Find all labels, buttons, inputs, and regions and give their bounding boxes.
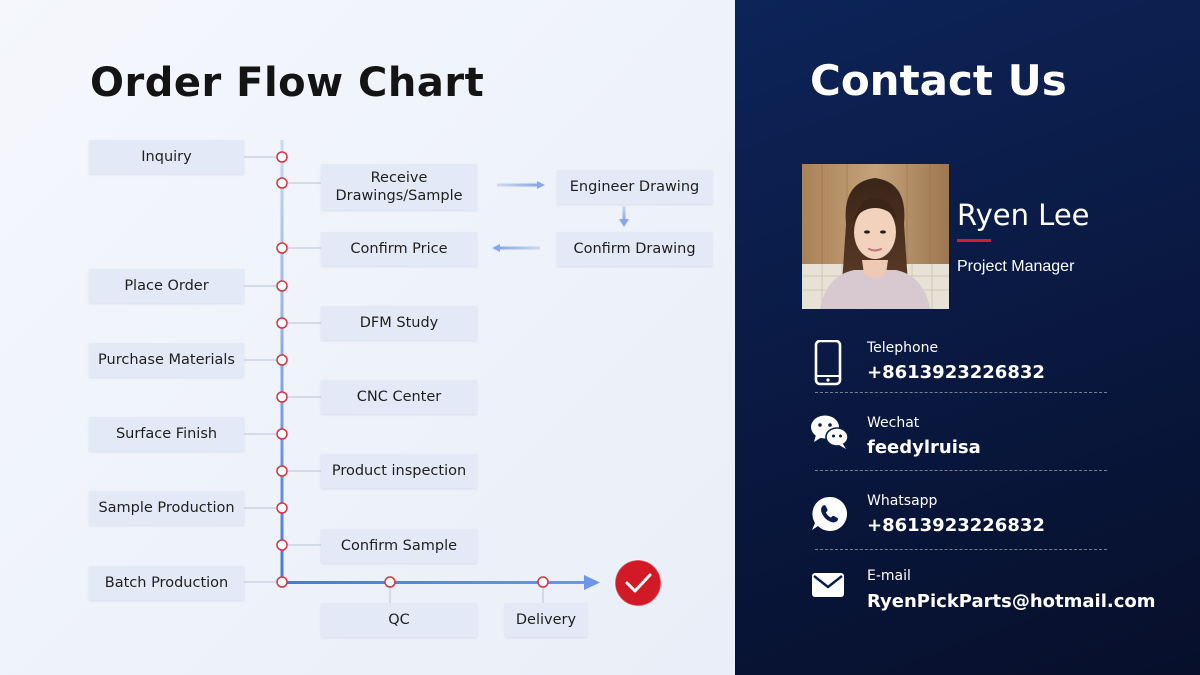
arrow-to-confirm-price <box>492 244 540 252</box>
divider <box>815 470 1107 471</box>
wechat-icon <box>810 414 849 454</box>
person-name: Ryen Lee <box>957 198 1090 232</box>
node-confirm-sample <box>276 539 288 551</box>
divider <box>815 549 1107 550</box>
contact-panel: Contact Us <box>735 0 1200 675</box>
node-confirm-price <box>276 242 288 254</box>
name-underline <box>957 239 991 242</box>
step-qc: QC <box>321 603 477 637</box>
node-surface-finish <box>276 428 288 440</box>
order-flow-panel: Order Flow Chart <box>0 0 735 675</box>
email-value[interactable]: RyenPickParts@hotmail.com <box>867 591 1156 612</box>
wechat-label: Wechat <box>867 415 920 431</box>
arrow-to-engineer-drawing <box>497 181 545 189</box>
arrow-to-confirm-drawing <box>619 206 629 227</box>
step-confirm-price: Confirm Price <box>321 232 477 266</box>
whatsapp-icon <box>810 495 848 535</box>
node-cnc-center <box>276 391 288 403</box>
step-confirm-sample: Confirm Sample <box>321 529 477 563</box>
avatar <box>802 164 949 309</box>
email-label: E-mail <box>867 568 911 584</box>
telephone-label: Telephone <box>867 340 939 356</box>
divider <box>815 392 1107 393</box>
node-product-inspection <box>276 465 288 477</box>
timeline-bottom-line <box>282 581 585 584</box>
node-receive-drawings <box>276 177 288 189</box>
node-purchase-materials <box>276 354 288 366</box>
step-delivery: Delivery <box>505 603 587 637</box>
step-product-inspection: Product inspection <box>321 454 477 488</box>
step-receive-drawings: Receive Drawings/Sample <box>321 164 477 210</box>
flow-title: Order Flow Chart <box>90 60 485 106</box>
phone-icon <box>810 339 846 386</box>
node-delivery <box>537 576 549 588</box>
step-inquiry: Inquiry <box>89 140 244 174</box>
step-dfm-study: DFM Study <box>321 306 477 340</box>
telephone-value[interactable]: +8613923226832 <box>867 362 1045 383</box>
whatsapp-value[interactable]: +8613923226832 <box>867 515 1045 536</box>
node-qc <box>384 576 396 588</box>
step-sample-production: Sample Production <box>89 491 244 525</box>
flow-connectors <box>244 140 662 607</box>
node-place-order <box>276 280 288 292</box>
wechat-value[interactable]: feedylruisa <box>867 437 981 458</box>
node-sample-production <box>276 502 288 514</box>
step-cnc-center: CNC Center <box>321 380 477 414</box>
contact-title: Contact Us <box>810 56 1067 105</box>
step-engineer-drawing: Engineer Drawing <box>557 170 712 204</box>
check-icon <box>614 559 662 607</box>
timeline-arrowhead <box>584 575 600 590</box>
step-purchase-materials: Purchase Materials <box>89 343 244 377</box>
node-inquiry <box>276 151 288 163</box>
node-batch-production <box>276 576 288 588</box>
step-surface-finish: Surface Finish <box>89 417 244 451</box>
person-role: Project Manager <box>957 258 1075 275</box>
step-place-order: Place Order <box>89 269 244 303</box>
step-batch-production: Batch Production <box>89 566 244 600</box>
step-confirm-drawing: Confirm Drawing <box>557 232 712 266</box>
node-dfm-study <box>276 317 288 329</box>
whatsapp-label: Whatsapp <box>867 493 938 509</box>
email-icon <box>810 571 846 611</box>
